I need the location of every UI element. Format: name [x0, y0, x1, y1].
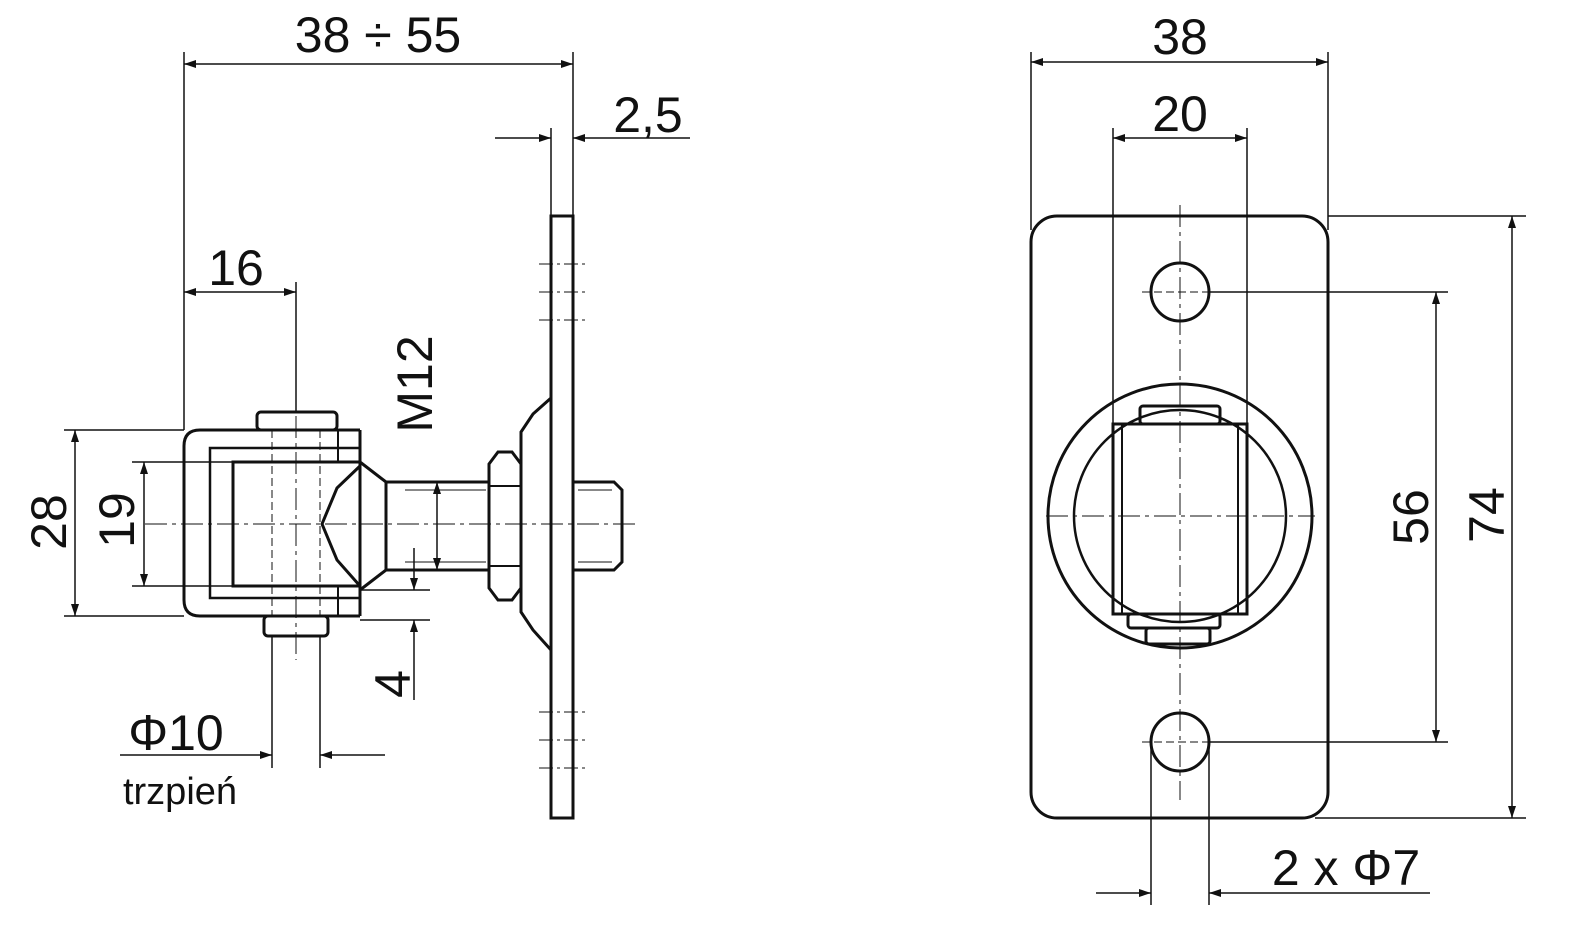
eye-inner [208, 446, 360, 600]
dim-plate-width: 38 [1152, 9, 1208, 65]
pin-head-top [255, 410, 339, 432]
dim-height-inner: 19 [89, 492, 145, 548]
pin-end-front [1144, 626, 1212, 646]
eye-outer [182, 428, 360, 618]
front-view [1029, 205, 1330, 820]
dim-hole-spacing: 56 [1383, 489, 1439, 545]
side-view-dimensions [64, 52, 690, 768]
threaded-bolt-end [573, 480, 624, 572]
front-view-dimensions [1030, 52, 1526, 905]
dim-eye-width: 20 [1152, 86, 1208, 142]
dim-gap: 4 [365, 670, 421, 698]
side-view-labels: 38 ÷ 55 2,5 16 M12 28 19 4 Φ10 trzpień [21, 7, 683, 813]
dim-holes: 2 x Φ7 [1272, 840, 1420, 896]
dim-plate-thickness: 2,5 [613, 87, 683, 143]
front-view-labels: 38 20 56 74 2 x Φ7 [1152, 9, 1515, 896]
dim-adjust-range: 38 ÷ 55 [295, 7, 461, 63]
dim-pin-diameter: Φ10 [128, 705, 224, 761]
dim-eye-offset: 16 [208, 240, 264, 296]
pin-label: trzpień [123, 771, 237, 813]
nut [487, 450, 523, 602]
dim-thread: M12 [387, 335, 443, 432]
dim-height-outer: 28 [21, 494, 77, 550]
wall-plate [549, 214, 575, 820]
dim-plate-height: 74 [1459, 487, 1515, 543]
eye-neck [320, 460, 387, 592]
